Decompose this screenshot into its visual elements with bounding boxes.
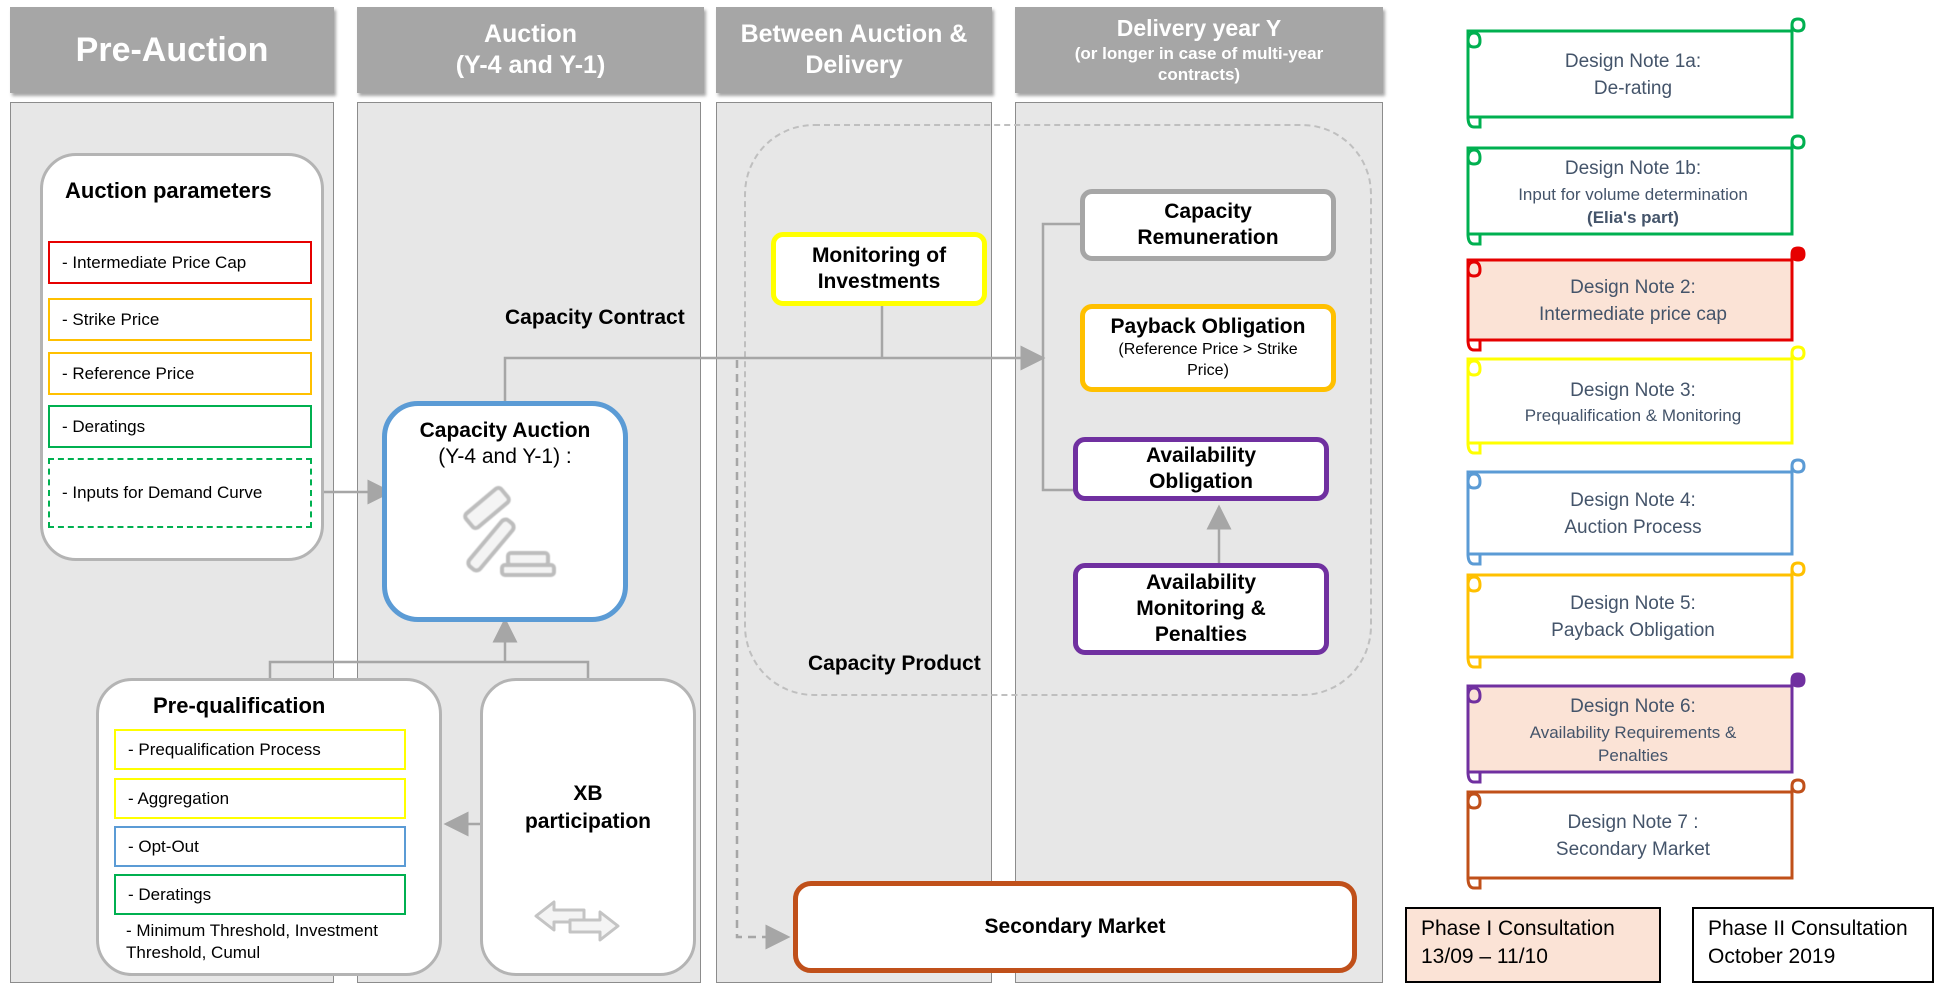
design-note-subject: Prequalification & Monitoring [1524,406,1742,426]
column-title: Auction [483,19,578,48]
design-note-scroll [1466,246,1806,352]
payback-line2: (Reference Price > Strike Price) [1118,341,1298,380]
design-note-subject: Input for volume determination [1518,184,1748,204]
design-note: Design Note 6: Availability Requirements … [1472,688,1794,774]
payback-obligation-box: Payback Obligation (Reference Price > St… [1080,304,1336,392]
phase-2-box: Phase II Consultation October 2019 [1692,907,1934,983]
capacity-product-label: Capacity Product [808,652,981,675]
design-note: Design Note 5: Payback Obligation [1472,577,1794,659]
availability-monitoring-line3: Penalties [1154,623,1248,647]
design-note: Design Note 4: Auction Process [1472,474,1794,556]
capacity-product-region [744,124,1372,696]
prequal-opt-out: - Opt-Out [114,826,406,867]
design-note-title: Design Note 1a: [1564,51,1702,73]
xb-participation-title: XB participation [480,780,696,837]
monitoring-line2: Investments [817,270,941,293]
gavel-icon [463,485,556,577]
param-reference-price: - Reference Price [48,352,312,395]
design-note-title: Design Note 7 : [1567,812,1699,834]
capacity-auction-title: Capacity Auction [419,419,591,442]
availability-monitoring-line2: Monitoring & [1136,596,1266,620]
capacity-auction-subtitle: (Y-4 and Y-1) : [438,445,572,469]
design-note-scroll [1466,134,1806,246]
design-note-title: Design Note 1b: [1564,157,1702,179]
prequal-deratings: - Deratings [114,874,406,915]
param-deratings: - Deratings [48,405,312,448]
design-note: Design Note 3: Prequalification & Monitor… [1472,361,1794,445]
xb-line2: participation [524,810,651,834]
design-note-scroll [1466,458,1806,566]
design-note-title: Design Note 5: [1570,593,1696,615]
phase-1-line2: 13/09 – 11/10 [1421,945,1548,969]
design-note-subject: Auction Process [1564,517,1702,538]
design-note: Design Note 1a: De-rating [1472,33,1794,119]
design-note-detail: (Elia's part) [1587,208,1679,228]
design-note-title: Design Note 2: [1570,277,1696,299]
capacity-remuneration-box: Capacity Remuneration [1080,189,1336,261]
design-note-subject: Intermediate price cap [1539,304,1727,325]
phase-2-line1: Phase II Consultation [1708,917,1908,940]
design-note-subject: Availability Requirements & [1529,722,1737,742]
param-intermediate-price-cap: - Intermediate Price Cap [48,241,312,284]
design-note-title: Design Note 6: [1570,695,1696,717]
phase-1-box: Phase I Consultation 13/09 – 11/10 [1405,907,1661,983]
design-note-subject: De-rating [1593,78,1673,99]
param-strike-price: - Strike Price [48,298,312,341]
phase-1-line1: Phase I Consultation [1421,917,1615,940]
column-title: Pre-Auction [75,30,269,69]
remuneration-line2: Remuneration [1137,226,1279,249]
secondary-market-box: Secondary Market [793,881,1357,973]
prequal-process: - Prequalification Process [114,729,406,770]
design-note-scroll [1466,778,1806,890]
monitoring-line1: Monitoring of [811,243,947,267]
prequalification-title: Pre-qualification [153,693,326,718]
capacity-contract-label: Capacity Contract [505,306,685,329]
design-note: Design Note 1b: Input for volume determin… [1472,150,1794,236]
column-header-between: Between Auction & Delivery [716,7,992,93]
phase-2-line2: October 2019 [1708,945,1836,969]
monitoring-investments-box: Monitoring of Investments [771,232,987,306]
secondary-market-label: Secondary Market [984,914,1166,938]
column-header-auction: Auction (Y-4 and Y-1) [357,7,704,93]
column-header-pre-auction: Pre-Auction [10,7,334,93]
design-note-title: Design Note 3: [1570,379,1696,401]
column-subtitle: Delivery [805,51,903,79]
availability-obligation-box: Availability Obligation [1073,437,1329,501]
design-note-scroll [1466,672,1806,784]
column-header-delivery: Delivery year Y (or longer in case of mu… [1015,7,1383,93]
column-title: Delivery year Y [1116,15,1282,42]
arrows-exchange-icon [534,900,620,942]
design-note: Design Note 7 : Secondary Market [1472,794,1794,880]
design-note-scroll [1466,561,1806,669]
availability-obligation-line1: Availability [1145,443,1257,467]
availability-monitoring-line1: Availability [1145,570,1257,594]
design-note-title: Design Note 4: [1570,490,1696,512]
column-subtitle: (Y-4 and Y-1) [455,51,606,79]
design-note-subject: Secondary Market [1555,839,1711,860]
design-note-subject: Payback Obligation [1551,620,1715,641]
capacity-auction-box: Capacity Auction (Y-4 and Y-1) : [382,401,628,622]
remuneration-line1: Capacity [1164,199,1252,223]
xb-line1: XB [573,782,603,805]
availability-monitoring-box: Availability Monitoring & Penalties [1073,563,1329,655]
column-title: Between Auction & [740,19,968,48]
design-note-scroll [1466,17,1806,129]
prequal-aggregation: - Aggregation [114,778,406,819]
design-note-scroll [1466,345,1806,455]
param-inputs-demand-curve: - Inputs for Demand Curve [48,458,312,528]
design-note-detail: Penalties [1598,746,1668,766]
auction-parameters-title: Auction parameters [65,178,272,203]
availability-obligation-line2: Obligation [1149,470,1253,493]
column-subtitle: (or longer in case of multi-year contrac… [1074,44,1324,85]
design-note: Design Note 2: Intermediate price cap [1472,262,1794,342]
prequal-thresholds-text: - Minimum Threshold, Investment Threshol… [126,921,378,963]
payback-line1: Payback Obligation [1110,315,1306,339]
